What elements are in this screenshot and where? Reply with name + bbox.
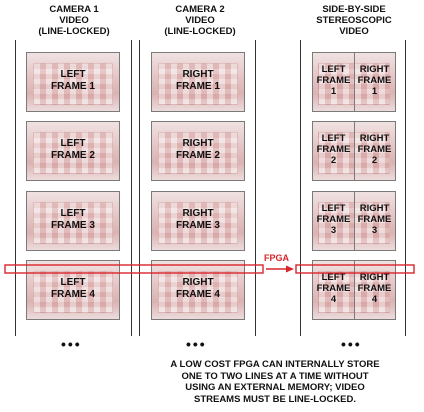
sbs-left-line <box>300 40 302 336</box>
frame-label: LEFT FRAME 2 <box>51 138 95 161</box>
sbs-frame-1: LEFT FRAME 1 RIGHT FRAME 1 <box>312 52 396 112</box>
sbs-frame-2: LEFT FRAME 2 RIGHT FRAME 2 <box>312 121 396 181</box>
frame-label: RIGHT FRAME 4 <box>176 277 220 300</box>
line-highlight-right <box>295 264 415 274</box>
sbs-title: SIDE-BY-SIDE STEREOSCOPIC VIDEO <box>316 4 392 37</box>
sbs-right-line <box>405 40 407 336</box>
camera1-left-line <box>15 40 17 336</box>
frame-label: RIGHT FRAME 1 <box>176 69 220 92</box>
camera2-frame-2: RIGHT FRAME 2 <box>151 121 245 181</box>
camera1-frame-2: LEFT FRAME 2 <box>26 121 120 181</box>
caption-note: A LOW COST FPGA CAN INTERNALLY STORE ONE… <box>170 359 380 405</box>
camera2-right-line <box>255 40 257 336</box>
camera2-frame-1: RIGHT FRAME 1 <box>151 52 245 112</box>
camera2-title: CAMERA 2 VIDEO (LINE-LOCKED) <box>164 4 236 37</box>
frame-label: LEFT FRAME 4 <box>316 272 351 305</box>
frame-label: LEFT FRAME 4 <box>51 277 95 300</box>
camera1-frame-4: LEFT FRAME 4 <box>26 260 120 320</box>
camera2-frame-3: RIGHT FRAME 3 <box>151 191 245 251</box>
frame-label: RIGHT FRAME 2 <box>176 138 220 161</box>
camera2-left-line <box>139 40 141 336</box>
frame-label: RIGHT FRAME 1 <box>357 64 392 97</box>
camera1-ellipsis: ••• <box>61 336 82 352</box>
camera1-frame-3: LEFT FRAME 3 <box>26 191 120 251</box>
frame-label: RIGHT FRAME 3 <box>357 203 392 236</box>
frame-label: LEFT FRAME 3 <box>51 208 95 231</box>
fpga-label: FPGA <box>264 253 290 263</box>
frame-label: RIGHT FRAME 3 <box>176 208 220 231</box>
fpga-arrow-icon <box>266 265 294 273</box>
camera1-right-line <box>131 40 133 336</box>
frame-label: RIGHT FRAME 2 <box>357 133 392 166</box>
camera1-title: CAMERA 1 VIDEO (LINE-LOCKED) <box>38 4 110 37</box>
camera2-ellipsis: ••• <box>186 336 207 352</box>
sbs-frame-4: LEFT FRAME 4 RIGHT FRAME 4 <box>312 260 396 320</box>
line-highlight-left <box>4 264 264 274</box>
frame-label: LEFT FRAME 2 <box>316 133 351 166</box>
frame-label: LEFT FRAME 1 <box>51 69 95 92</box>
camera2-frame-4: RIGHT FRAME 4 <box>151 260 245 320</box>
frame-label: LEFT FRAME 1 <box>316 64 351 97</box>
frame-label: LEFT FRAME 3 <box>316 203 351 236</box>
sbs-frame-3: LEFT FRAME 3 RIGHT FRAME 3 <box>312 191 396 251</box>
frame-label: RIGHT FRAME 4 <box>357 272 392 305</box>
camera1-frame-1: LEFT FRAME 1 <box>26 52 120 112</box>
sbs-ellipsis: ••• <box>341 336 362 352</box>
